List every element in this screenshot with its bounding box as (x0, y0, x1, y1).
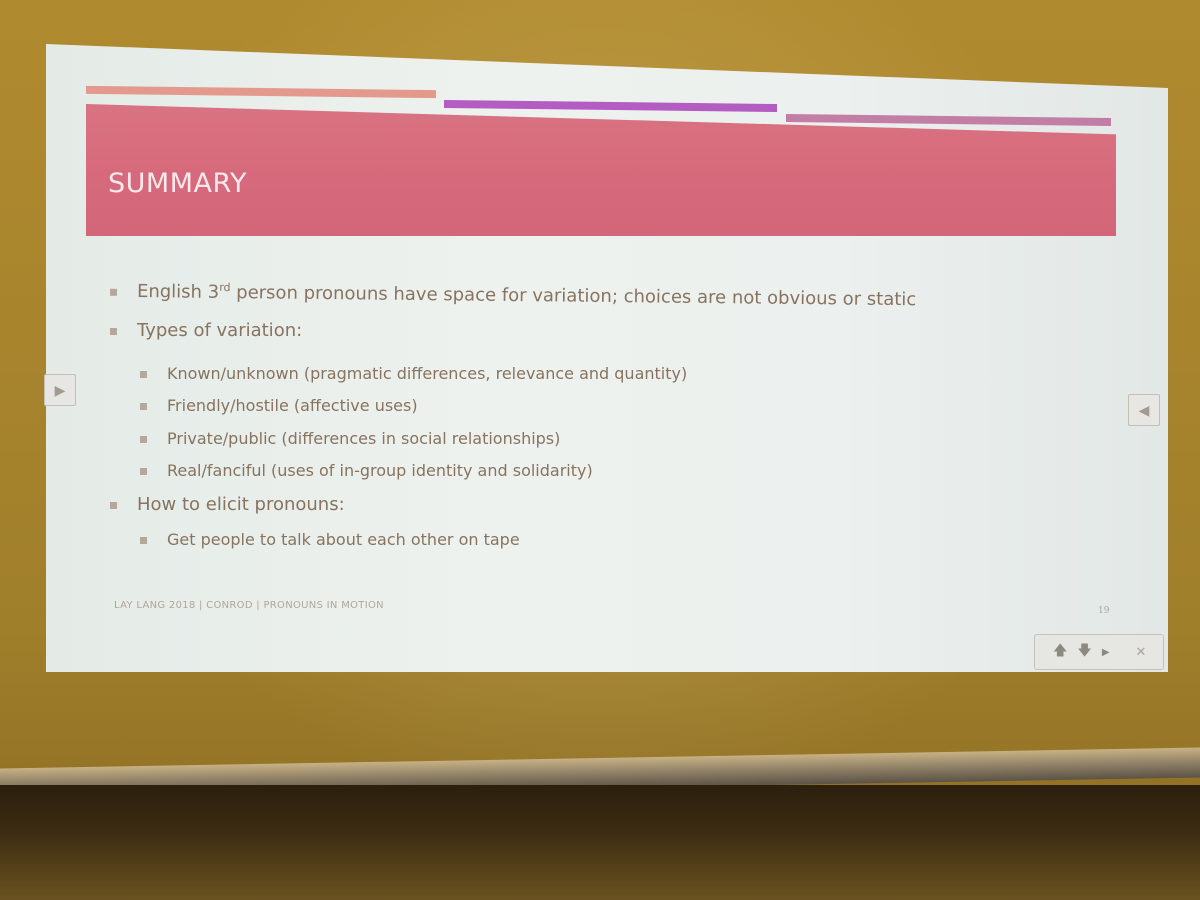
slideshow-control-bar: 🡅 🡇 ▶ ✕ (1034, 634, 1164, 670)
sub-bullet-item: Known/unknown (pragmatic differences, re… (140, 364, 687, 383)
bullet-text: Friendly/hostile (affective uses) (167, 396, 418, 415)
floor-shadow (0, 785, 1200, 900)
arrow-up-icon[interactable]: 🡅 (1053, 642, 1068, 658)
slide-page-number: 19 (1098, 606, 1110, 616)
bullet-text: Private/public (differences in social re… (167, 429, 561, 448)
bullet-text: Real/fanciful (uses of in-group identity… (167, 461, 593, 480)
bullet-item: Types of variation: (110, 320, 302, 341)
bullet-text: English 3 (136, 281, 220, 303)
sub-bullet-item: Get people to talk about each other on t… (140, 530, 520, 549)
next-slide-button[interactable]: ◀ (1128, 394, 1160, 426)
sub-bullet-item: Real/fanciful (uses of in-group identity… (140, 461, 593, 480)
close-icon[interactable]: ✕ (1135, 644, 1147, 659)
square-bullet-icon (110, 327, 117, 335)
square-bullet-icon (110, 501, 117, 509)
accent-stripe-2 (444, 99, 777, 113)
bullet-text: Known/unknown (pragmatic differences, re… (167, 364, 688, 383)
sub-bullet-item: Friendly/hostile (affective uses) (140, 396, 418, 415)
previous-slide-button[interactable]: ▶ (44, 374, 76, 406)
bullet-text: Types of variation: (137, 320, 303, 341)
bullet-text: Get people to talk about each other on t… (167, 530, 520, 549)
square-bullet-icon (140, 403, 147, 410)
square-bullet-icon (140, 371, 147, 378)
square-bullet-icon (140, 436, 147, 443)
presentation-slide: SUMMARY English 3rd person pronouns have… (46, 44, 1168, 672)
slide-footer: LAY LANG 2018 | CONROD | PRONOUNS IN MOT… (114, 600, 384, 611)
play-left-icon: ◀ (1138, 401, 1150, 418)
bullet-item: English 3rd person pronouns have space f… (109, 280, 917, 311)
sub-bullet-item: Private/public (differences in social re… (140, 429, 560, 448)
square-bullet-icon (109, 288, 118, 296)
accent-stripe-3 (786, 114, 1111, 126)
square-bullet-icon (140, 468, 147, 475)
square-bullet-icon (140, 537, 147, 544)
arrow-down-icon[interactable]: 🡇 (1077, 642, 1092, 658)
bullet-text-continued: person pronouns have space for variation… (230, 282, 917, 311)
slide-title: SUMMARY (108, 168, 247, 199)
play-icon[interactable]: ▶ (1101, 646, 1110, 658)
bullet-text: How to elicit pronouns: (137, 494, 345, 515)
accent-stripe-1 (86, 85, 436, 99)
play-right-icon: ▶ (54, 381, 66, 398)
bullet-item: How to elicit pronouns: (110, 494, 345, 515)
bullet-superscript: rd (219, 280, 231, 295)
